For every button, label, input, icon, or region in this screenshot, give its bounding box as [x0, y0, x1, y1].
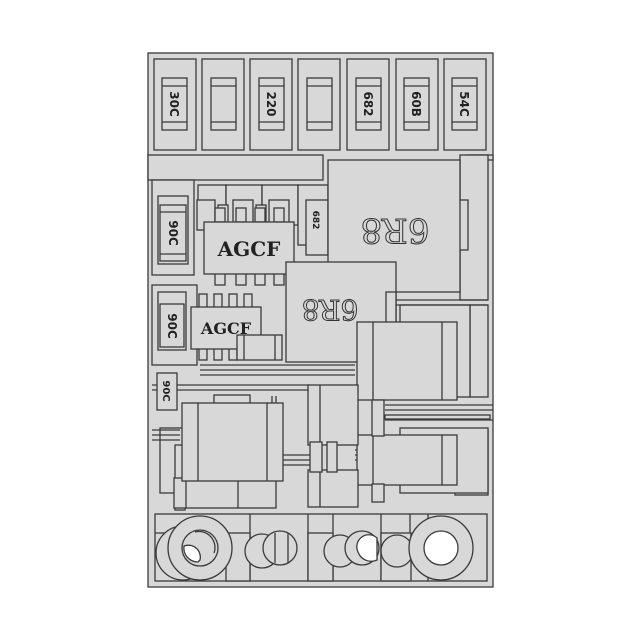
resistor-label: 682 [361, 91, 375, 116]
terminal-3 [323, 530, 414, 568]
resistor-label: 90C [165, 313, 179, 339]
resistor-label: 682 [310, 211, 320, 230]
terminal-1 [155, 515, 233, 581]
pad [371, 399, 385, 437]
ic-label: AGCF [217, 237, 281, 261]
resistor-r8: 90C [157, 195, 189, 265]
resistor-r12 [236, 334, 283, 361]
terminal-4 [408, 515, 474, 581]
resistor-label: 220 [264, 91, 278, 116]
ic2: AGCF [190, 306, 262, 350]
capacitor-c1 [356, 321, 458, 401]
capacitor-c2 [356, 434, 458, 486]
resistor-r1: 30C [161, 77, 188, 131]
inductor-label: 6R8 [361, 210, 430, 250]
resistor-r2 [210, 77, 237, 131]
terminal-block [154, 513, 488, 582]
inductor-l2: 6R8 [285, 261, 397, 363]
resistor-label: 60B [409, 91, 423, 117]
ic1: AGCF [203, 221, 295, 275]
resistor-r11: 682 [305, 199, 329, 256]
inductor-l1: 6R8 [327, 159, 469, 293]
pad [309, 441, 323, 473]
resistor-r7: 54C [451, 77, 478, 131]
resistor-r3: 220 [258, 77, 285, 131]
capacitor-c3 [173, 394, 284, 509]
resistor-r4 [306, 77, 333, 131]
pad [371, 483, 385, 503]
resistor-label: 54C [457, 91, 471, 117]
top-resistor-row: 30C 220 682 60B 54C [153, 58, 487, 151]
terminal-2 [244, 530, 298, 569]
resistor-r9: 90C [157, 291, 187, 351]
resistor-label: 30C [167, 91, 181, 117]
resistor-r10: 90C [156, 372, 178, 411]
resistor-r6: 60B [403, 77, 430, 131]
pad [326, 441, 338, 473]
resistor-label: 90C [166, 220, 180, 246]
resistor-label: 90C [160, 380, 171, 401]
inductor-label: 6R8 [302, 293, 359, 326]
resistor-r5: 682 [355, 77, 382, 131]
resistor-r13 [307, 384, 359, 446]
ic2-pins [198, 293, 253, 361]
resistor-r14 [307, 469, 359, 508]
ic-label: AGCF [200, 319, 252, 338]
